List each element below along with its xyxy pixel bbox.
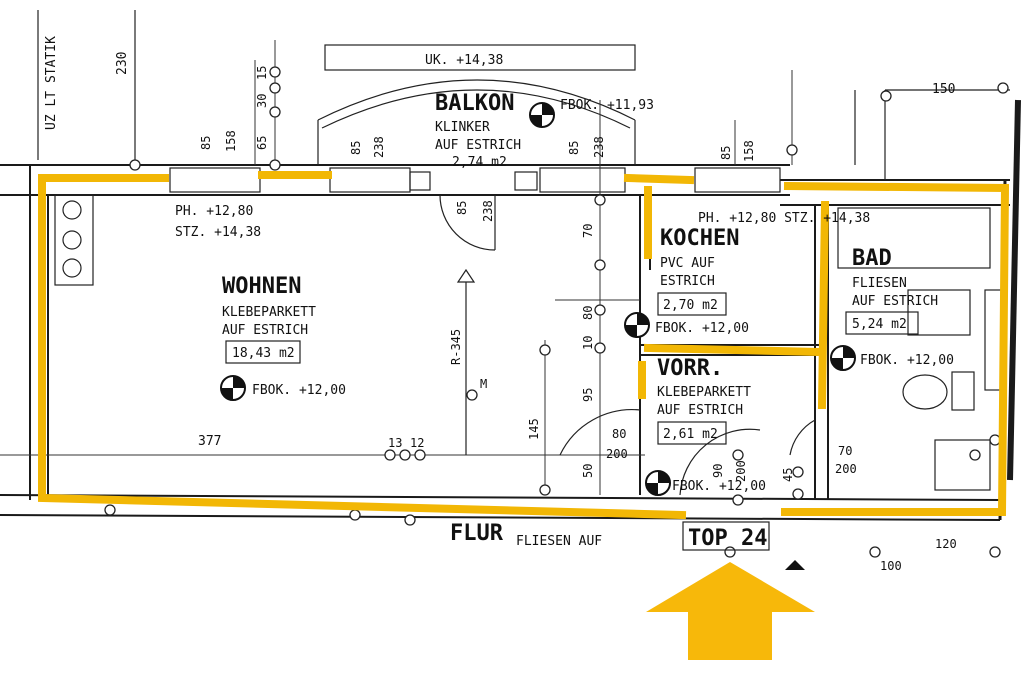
unit-outline xyxy=(38,171,1010,520)
statik-label: UZ LT STATIK xyxy=(44,36,59,130)
ph-left: PH. +12,80 xyxy=(175,204,253,219)
flur-floor-1: FLIESEN AUF xyxy=(516,534,602,549)
balkon-area: 2,74 m2 xyxy=(452,155,507,170)
kochen-fbok: FBOK. +12,00 xyxy=(655,321,749,336)
dim-95: 95 xyxy=(581,388,595,402)
dim-158a: 158 xyxy=(224,130,238,152)
vorr-fbok: FBOK. +12,00 xyxy=(672,479,766,494)
kochen-floor-1: PVC AUF xyxy=(660,256,715,271)
kochen-area: 2,70 m2 xyxy=(663,298,718,313)
vorr-area: 2,61 m2 xyxy=(663,427,718,442)
wohnen-floor-2: AUF ESTRICH xyxy=(222,323,308,338)
bad-floor-2: AUF ESTRICH xyxy=(852,294,938,309)
dim-238b: 238 xyxy=(592,136,606,158)
dim-70a: 70 xyxy=(581,224,595,238)
dim-13: 13 xyxy=(388,436,402,450)
entrance-arrow-icon xyxy=(646,562,815,660)
bad-floor-1: FLIESEN xyxy=(852,276,907,291)
wohnen-fbok: FBOK. +12,00 xyxy=(252,383,346,398)
balkon-floor-1: KLINKER xyxy=(435,120,490,135)
dim-85a: 85 xyxy=(199,136,213,150)
dim-230: 230 xyxy=(115,52,130,75)
room-name-wohnen: WOHNEN xyxy=(222,274,301,299)
bad-area: 5,24 m2 xyxy=(852,317,907,332)
dim-65a: 65 xyxy=(255,136,269,150)
dim-145: 145 xyxy=(527,418,541,440)
level-markers xyxy=(220,102,856,496)
dim-45: 45 xyxy=(781,468,795,482)
kochen-floor-2: ESTRICH xyxy=(660,274,715,289)
dim-80b: 80 xyxy=(612,427,626,441)
dim-377: 377 xyxy=(198,434,221,449)
radius-label: R-345 xyxy=(449,329,463,365)
room-name-kochen: KOCHEN xyxy=(660,226,739,251)
center-mark: M xyxy=(480,377,487,391)
wohnen-floor-1: KLEBEPARKETT xyxy=(222,305,316,320)
unit-label: TOP 24 xyxy=(688,526,767,551)
dim-85d: 85 xyxy=(719,146,733,160)
dim-150: 150 xyxy=(932,82,955,97)
grid-nodes xyxy=(104,66,1009,558)
ph-right: PH. +12,80 STZ. +14,38 xyxy=(698,211,870,226)
dim-50: 50 xyxy=(581,464,595,478)
wohnen-area: 18,43 m2 xyxy=(232,346,295,361)
dim-10: 10 xyxy=(581,336,595,350)
plan-labels: UZ LT STATIK UK. +14,38 230 150 30 15 65… xyxy=(44,36,957,573)
dim-12: 12 xyxy=(410,436,424,450)
vorr-floor-1: KLEBEPARKETT xyxy=(657,385,751,400)
dim-85e: 85 xyxy=(455,201,469,215)
dim-120: 120 xyxy=(935,537,957,551)
stz-left: STZ. +14,38 xyxy=(175,225,261,240)
vorr-floor-2: AUF ESTRICH xyxy=(657,403,743,418)
dim-85c: 85 xyxy=(567,141,581,155)
dim-238c: 238 xyxy=(481,200,495,222)
balkon-uk: UK. +14,38 xyxy=(425,53,503,68)
balkon-floor-2: AUF ESTRICH xyxy=(435,138,521,153)
dim-200a: 200 xyxy=(606,447,628,461)
dim-85b: 85 xyxy=(349,141,363,155)
dim-80a: 80 xyxy=(581,306,595,320)
dim-200c: 200 xyxy=(835,462,857,476)
room-name-bad: BAD xyxy=(852,246,892,271)
dim-158b: 158 xyxy=(742,140,756,162)
bad-fbok: FBOK. +12,00 xyxy=(860,353,954,368)
dim-15: 15 xyxy=(255,66,269,80)
dim-100: 100 xyxy=(880,559,902,573)
room-name-flur: FLUR xyxy=(450,521,504,546)
dim-90: 90 xyxy=(711,464,725,478)
dim-70b: 70 xyxy=(838,444,852,458)
room-name-balkon: BALKON xyxy=(435,91,514,116)
dim-30: 30 xyxy=(255,94,269,108)
dim-200b: 200 xyxy=(734,460,748,482)
balkon-fbok: FBOK. +11,93 xyxy=(560,98,654,113)
dim-238a: 238 xyxy=(372,136,386,158)
room-name-vorr: VORR. xyxy=(657,356,723,381)
